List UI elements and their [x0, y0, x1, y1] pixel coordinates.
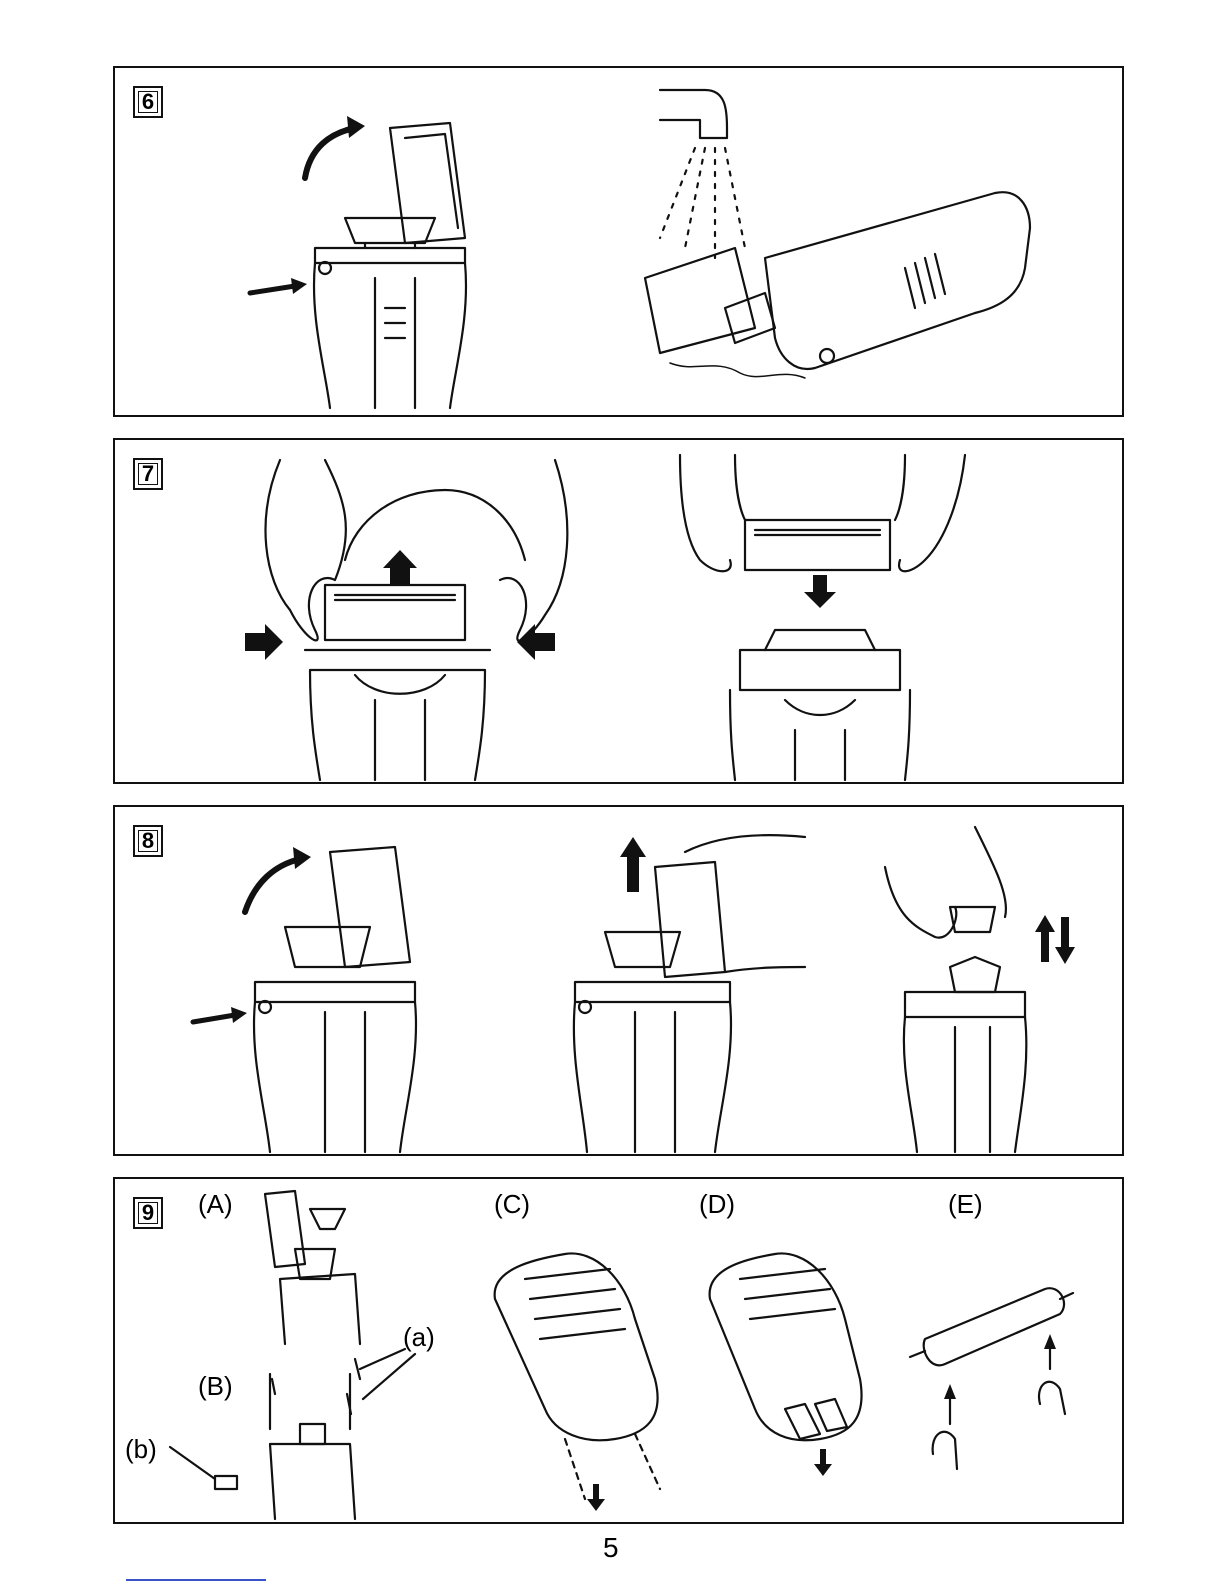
panel-6: 6 [113, 66, 1124, 417]
page-number: 5 [603, 1532, 619, 1564]
illustration-insert-foil [115, 440, 1126, 786]
panel-9: 9 (A) (B) (C) (D) (E) (a) (b) [113, 1177, 1124, 1524]
footer-divider [126, 1579, 266, 1581]
illustration-replace-blade [115, 807, 1126, 1158]
illustration-rinse-under-tap [115, 68, 1126, 419]
illustration-disassembly [115, 1179, 1126, 1526]
panel-8: 8 [113, 805, 1124, 1156]
panel-7: 7 [113, 438, 1124, 784]
